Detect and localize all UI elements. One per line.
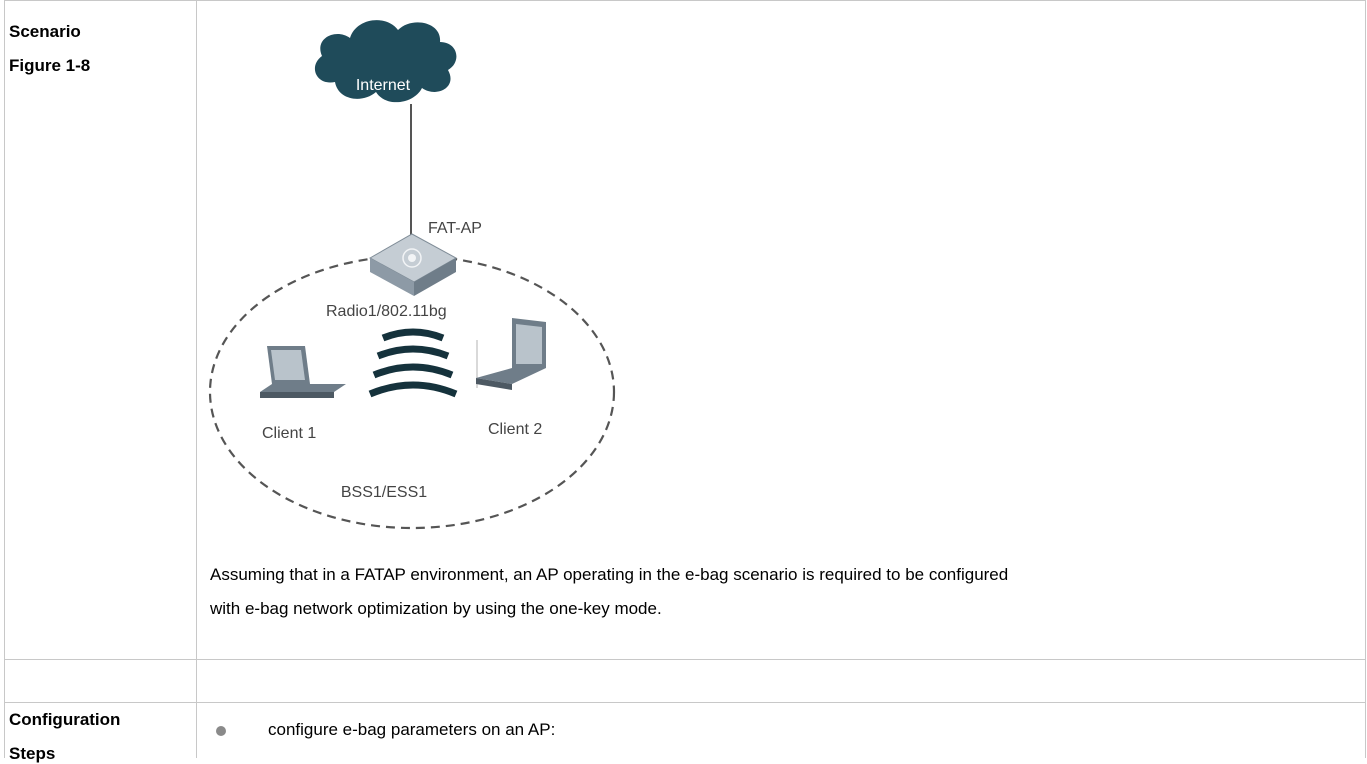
row-label-steps: Steps	[9, 744, 56, 763]
description-line: with e-bag network optimization by using…	[210, 599, 662, 618]
row-label-figure: Figure 1-8	[9, 56, 91, 75]
client2-label: Client 2	[488, 421, 542, 438]
laptop-icon	[476, 318, 546, 390]
laptop-icon	[260, 346, 346, 398]
client1-label: Client 1	[262, 425, 316, 442]
table-border-top	[4, 0, 1366, 1]
description-line: Assuming that in a FATAP environment, an…	[210, 565, 1009, 584]
bullet-icon	[216, 726, 226, 736]
access-point-icon	[368, 233, 458, 296]
table-row-divider	[4, 702, 1366, 703]
config-step: configure e-bag parameters on an AP:	[268, 720, 556, 739]
internet-cloud-icon	[314, 20, 457, 103]
ap-label: FAT-AP	[428, 220, 482, 237]
table-border-left	[4, 0, 5, 758]
bss-label: BSS1/ESS1	[341, 484, 427, 501]
scenario-description: Assuming that in a FATAP environment, an…	[210, 558, 1350, 626]
table-column-divider	[196, 0, 197, 758]
row-label-configuration: Configuration	[9, 710, 121, 729]
table-border-right	[1365, 0, 1366, 758]
wireless-signal-icon	[368, 328, 458, 398]
radio-label: Radio1/802.11bg	[326, 303, 447, 320]
table-row-divider	[4, 659, 1366, 660]
row-label-scenario: Scenario	[9, 22, 81, 41]
network-diagram: Internet FAT-AP Radio1/802.11bg	[208, 20, 616, 530]
cloud-label: Internet	[356, 77, 411, 94]
